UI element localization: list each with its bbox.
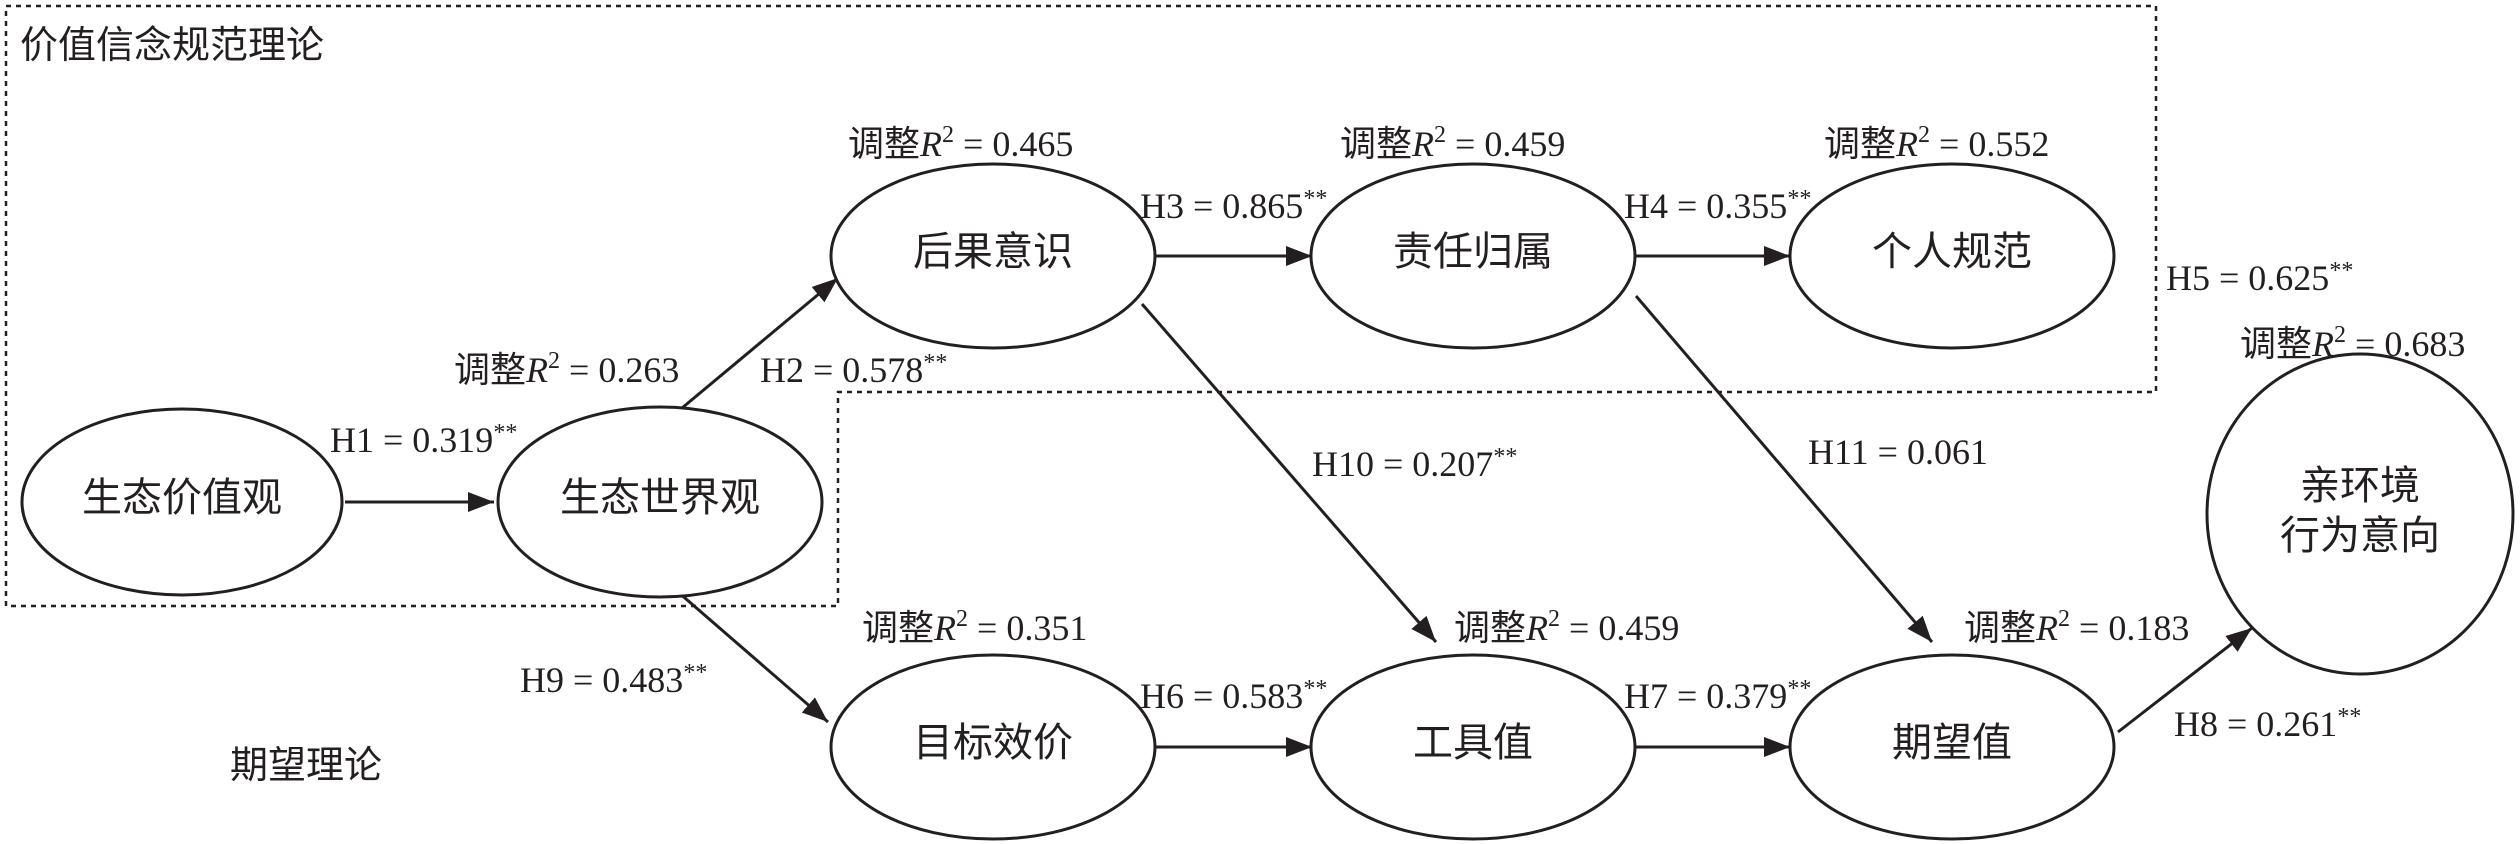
vbn-theory-label: 价值信念规范理论 [20,25,324,67]
node-intention: 亲环境 行为意向 [2205,352,2515,676]
edge-h9 [677,590,829,724]
r2-responsibility: 调整R2 = 0.459 [1340,122,1565,164]
node-awareness: 后果意识 [829,162,1157,350]
label-h10: H10 = 0.207** [1312,444,1517,484]
edge-h8 [2117,626,2253,734]
edge-h10 [1140,303,1438,643]
label-h8: H8 = 0.261** [2174,704,2361,744]
node-responsibility-label: 责任归属 [1393,229,1553,274]
node-eco-values: 生态价值观 [20,407,344,597]
node-instrumentality-label: 工具值 [1413,720,1533,765]
label-h5: H5 = 0.625** [2166,258,2353,298]
vbn-theory-region [4,4,2158,608]
node-eco-worldview: 生态世界观 [496,405,824,599]
node-awareness-label: 后果意识 [913,229,1073,274]
label-h1: H1 = 0.319** [330,420,517,460]
label-h7: H7 = 0.379** [1624,676,1811,716]
r2-awareness: 调整R2 = 0.465 [848,122,1073,164]
node-personal-norm: 个人规范 [1788,162,2116,350]
label-h9: H9 = 0.483** [520,660,707,700]
r2-eco-worldview: 调整R2 = 0.263 [454,348,679,390]
r2-expectancy: 调整R2 = 0.183 [1964,606,2189,648]
expectancy-theory-label: 期望理论 [230,745,382,787]
r2-goal-valence: 调整R2 = 0.351 [862,606,1087,648]
node-responsibility: 责任归属 [1309,162,1637,350]
label-h2: H2 = 0.578** [760,350,947,390]
label-h3: H3 = 0.865** [1140,186,1327,226]
r2-intention: 调整R2 = 0.683 [2240,322,2465,364]
edge-h2 [681,276,839,410]
node-personal-norm-label: 个人规范 [1872,229,2032,274]
label-h6: H6 = 0.583** [1140,676,1327,716]
label-h11: H11 = 0.061 [1808,432,1988,472]
node-intention-label-line1: 亲环境 [2300,463,2420,508]
r2-personal-norm: 调整R2 = 0.552 [1824,122,2049,164]
node-eco-worldview-label: 生态世界观 [560,475,760,520]
r2-instrumentality: 调整R2 = 0.459 [1454,606,1679,648]
node-eco-values-label: 生态价值观 [82,475,282,520]
node-instrumentality: 工具值 [1309,653,1637,841]
edge-h11 [1634,295,1934,643]
node-intention-label-line2: 行为意向 [2280,513,2440,558]
node-expectancy: 期望值 [1788,653,2116,841]
node-goal-valence: 目标效价 [829,653,1157,841]
node-goal-valence-label: 目标效价 [913,720,1073,765]
node-expectancy-label: 期望值 [1892,720,2012,765]
label-h4: H4 = 0.355** [1624,186,1811,226]
